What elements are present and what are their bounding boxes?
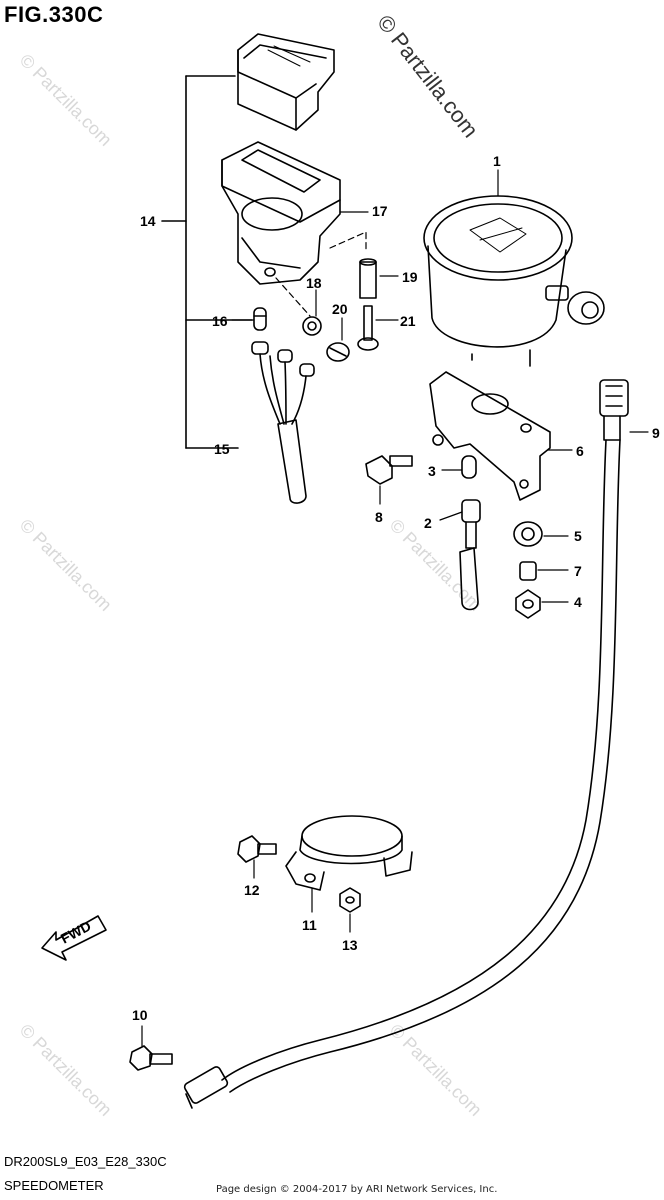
bulb-16 [253,307,267,331]
leader-dashed [275,277,311,317]
speedometer-cable-9 [183,379,629,1109]
grommet-18 [302,316,322,336]
callout-21: 21 [400,313,416,329]
leader-lines [141,169,649,1047]
nut-13 [339,887,361,913]
callout-2: 2 [424,515,432,531]
callout-1: 1 [493,153,501,169]
callout-6: 6 [576,443,584,459]
figure-title: FIG.330C [4,2,104,27]
meter-case [221,141,341,285]
callout-19: 19 [402,269,418,285]
callout-20: 20 [332,301,348,317]
bolt-8 [365,455,413,485]
callout-17: 17 [372,203,388,219]
diagram-code: DR200SL9_E03_E28_330C [4,1154,167,1169]
callout-5: 5 [574,528,582,544]
callout-15: 15 [214,441,230,457]
bracket-6 [429,371,551,501]
callout-13: 13 [342,937,358,953]
callout-10: 10 [132,1007,148,1023]
collar-7 [519,561,537,581]
callout-11: 11 [302,917,317,933]
bolt-12 [237,835,277,863]
leader-dashed [329,231,367,251]
meter-cover [237,33,335,131]
fwd-arrow: FWD [41,915,107,961]
grommet-5 [513,521,543,547]
callout-8: 8 [375,509,383,525]
screw-21 [357,305,379,351]
callout-14: 14 [140,213,156,229]
page-footer: Page design © 2004-2017 by ARI Network S… [216,1184,498,1195]
callout-7: 7 [574,563,582,579]
wire-harness-15 [251,341,315,504]
callout-9: 9 [652,425,660,441]
bolt-10 [129,1045,173,1071]
clamp-11 [285,815,413,891]
nut-4 [515,589,541,619]
socket-2 [459,499,481,611]
callout-12: 12 [244,882,260,898]
callout-18: 18 [306,275,322,291]
diagram-caption: SPEEDOMETER [4,1178,104,1193]
callout-16: 16 [212,313,228,329]
collar-19 [359,258,377,299]
bulb-3 [461,455,477,479]
speedometer-1 [423,195,605,367]
callout-3: 3 [428,463,436,479]
screw-20 [326,342,350,362]
callout-4: 4 [574,594,582,610]
